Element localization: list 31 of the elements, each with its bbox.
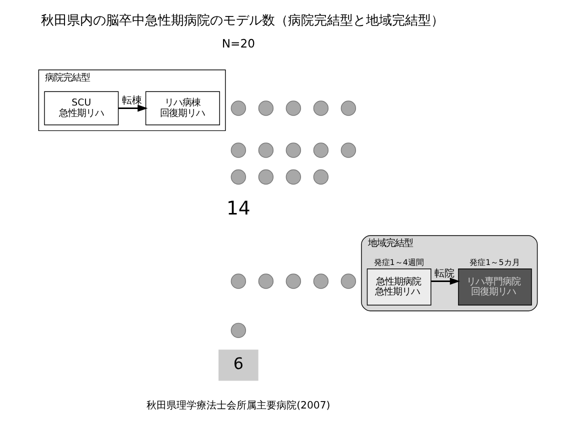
node-circle bbox=[230, 169, 246, 185]
node-circle bbox=[286, 100, 302, 116]
arrow bbox=[431, 278, 460, 285]
node-circle bbox=[340, 100, 356, 116]
diagram-title: 秋田県内の脳卒中急性期病院のモデル数（病院完結型と地域完結型） bbox=[40, 14, 444, 29]
node-circle bbox=[230, 100, 246, 116]
node-circle bbox=[230, 322, 246, 338]
node-circle bbox=[313, 169, 329, 185]
caption: 秋田県理学療法士会所属主要病院(2007) bbox=[146, 400, 330, 412]
node-box: リハ病棟 回復期リハ bbox=[145, 91, 220, 126]
node-box: SCU 急性期リハ bbox=[44, 91, 119, 126]
node-circle bbox=[313, 274, 329, 289]
node-circle bbox=[340, 274, 356, 289]
node-circle bbox=[313, 142, 329, 158]
node-circle bbox=[313, 100, 329, 116]
node-circle bbox=[286, 274, 302, 289]
node-box: 6 bbox=[218, 350, 258, 381]
node-circle bbox=[286, 142, 302, 158]
node-circle bbox=[230, 274, 246, 289]
edge-label: 転棟 bbox=[122, 95, 142, 106]
node-circle bbox=[230, 142, 246, 158]
node-circle bbox=[258, 142, 274, 158]
arrow bbox=[118, 104, 148, 112]
edge-label: 転院 bbox=[434, 268, 454, 280]
label: 14 bbox=[226, 198, 250, 220]
node-circle bbox=[258, 100, 274, 116]
node-circle bbox=[258, 274, 274, 289]
node-circle bbox=[258, 169, 274, 185]
label: N=20 bbox=[222, 36, 255, 50]
node-circle bbox=[340, 142, 356, 158]
node-circle bbox=[286, 169, 302, 185]
